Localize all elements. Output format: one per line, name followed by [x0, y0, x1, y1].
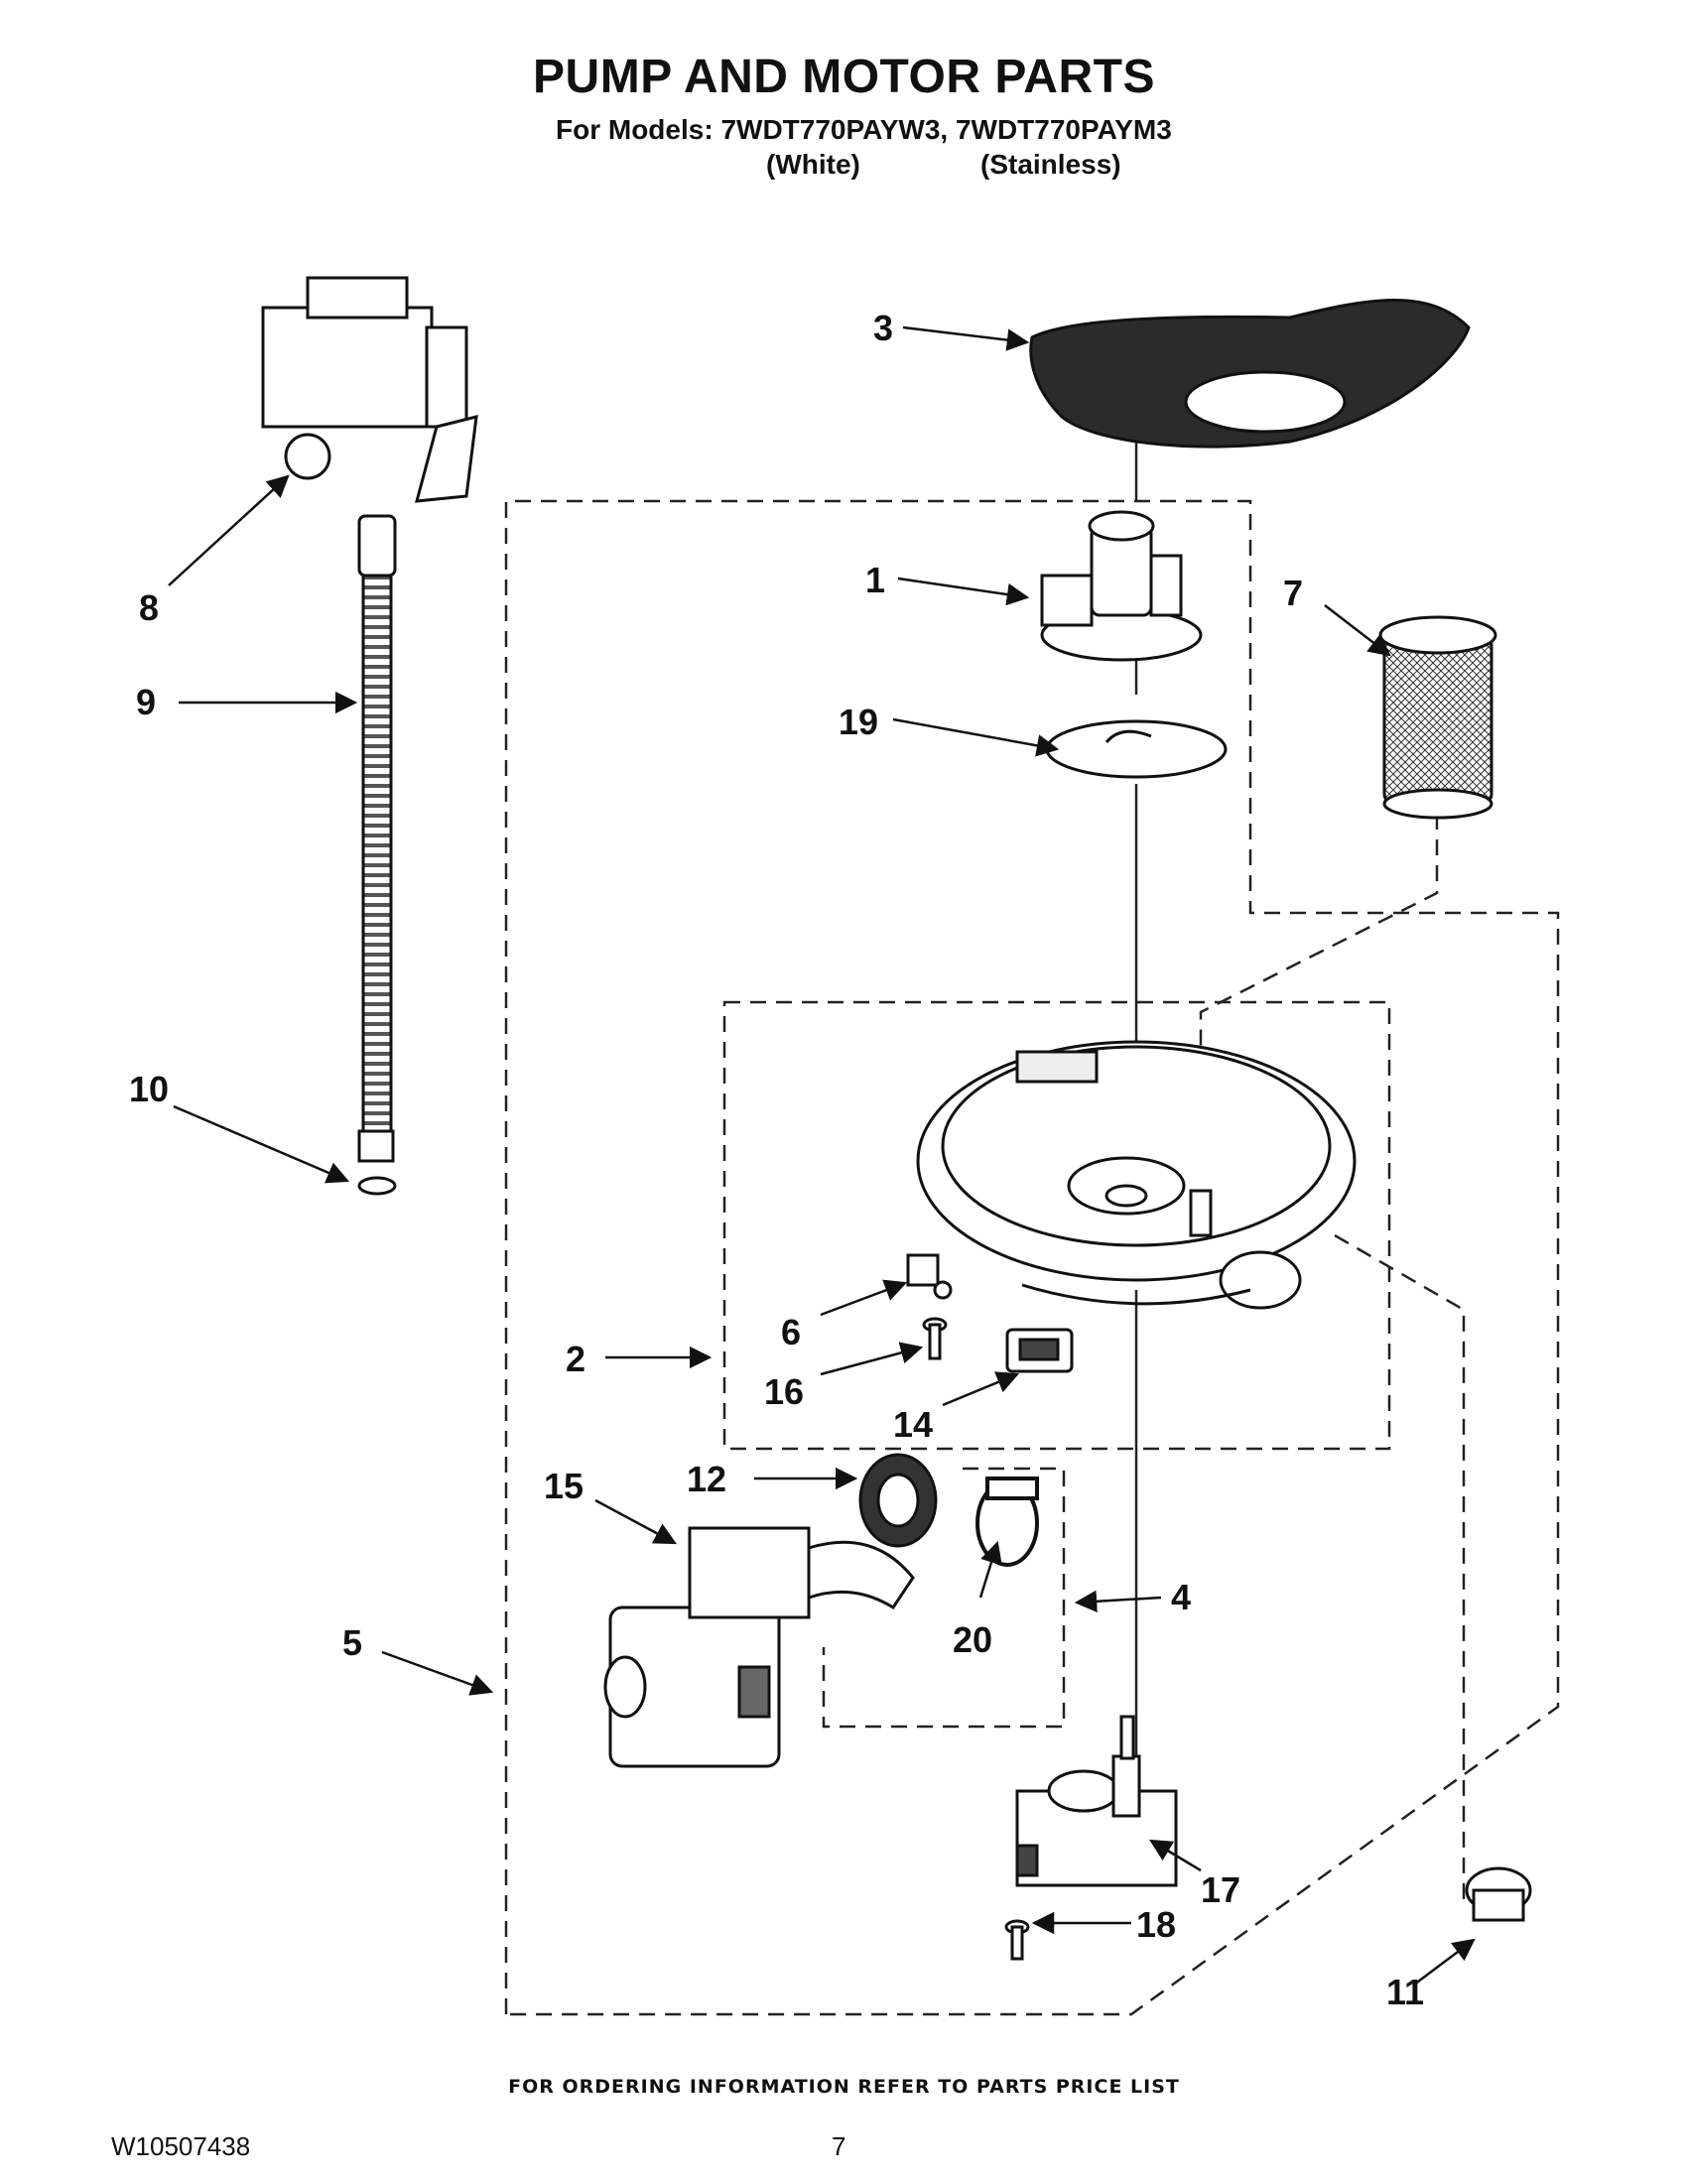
part-10-hose-clamp: [357, 1176, 397, 1196]
part-12-seal: [858, 1453, 938, 1548]
part-11-sensor: [1465, 1866, 1532, 1922]
callout-8: 8: [139, 587, 159, 628]
models-line: For Models: 7WDT770PAYW3, 7WDT770PAYM3: [556, 114, 1172, 145]
callout-6: 6: [781, 1312, 801, 1352]
callout-7: 7: [1283, 573, 1303, 613]
callout-17: 17: [1201, 1869, 1240, 1910]
callout-16: 16: [764, 1371, 804, 1412]
part-8-drain-pump-motor: [261, 276, 478, 503]
part-3-shield: [1029, 299, 1471, 449]
callout-18: 18: [1136, 1904, 1176, 1945]
part-7-filter: [1378, 615, 1497, 820]
dashed-group-outlines: [504, 499, 1560, 2016]
callout-1: 1: [865, 560, 885, 600]
callout-11: 11: [1386, 1972, 1424, 2012]
callout-5: 5: [342, 1622, 362, 1663]
callout-15: 15: [544, 1466, 584, 1506]
part-6-sensor: [906, 1253, 953, 1300]
part-2-sump-assembly: [916, 1040, 1357, 1310]
part-20-clamp: [975, 1477, 1039, 1567]
document-number: W10507438: [111, 2131, 251, 2161]
variant-white: (White): [766, 149, 860, 180]
callout-12: 12: [687, 1459, 726, 1499]
callout-2: 2: [566, 1339, 585, 1379]
callout-labels: 3 1 19 7 8 9 10 2 6 16 14 12 15 20 4 5 1…: [129, 308, 1424, 2012]
part-1-pump-housing: [1040, 510, 1203, 662]
callout-20: 20: [953, 1619, 992, 1660]
callout-14: 14: [893, 1404, 933, 1445]
callout-3: 3: [873, 308, 893, 348]
part-9-drain-hose: [357, 514, 397, 1163]
callout-9: 9: [136, 682, 156, 722]
part-14-grommet: [1005, 1328, 1074, 1373]
page-title: PUMP AND MOTOR PARTS: [533, 51, 1155, 103]
callout-leader-lines: [168, 325, 1476, 1986]
part-17-diverter: [1015, 1715, 1178, 1887]
page-number: 7: [832, 2131, 846, 2161]
part-19-disc: [1045, 719, 1228, 779]
part-18-screw: [1004, 1919, 1030, 1961]
part-15-circulation-pump: [603, 1526, 915, 1768]
callout-10: 10: [129, 1069, 169, 1109]
part-16-screw: [922, 1317, 948, 1360]
ordering-note: FOR ORDERING INFORMATION REFER TO PARTS …: [508, 2076, 1180, 2098]
variant-stainless: (Stainless): [980, 149, 1121, 180]
callout-19: 19: [839, 702, 878, 742]
callout-4: 4: [1171, 1577, 1191, 1617]
